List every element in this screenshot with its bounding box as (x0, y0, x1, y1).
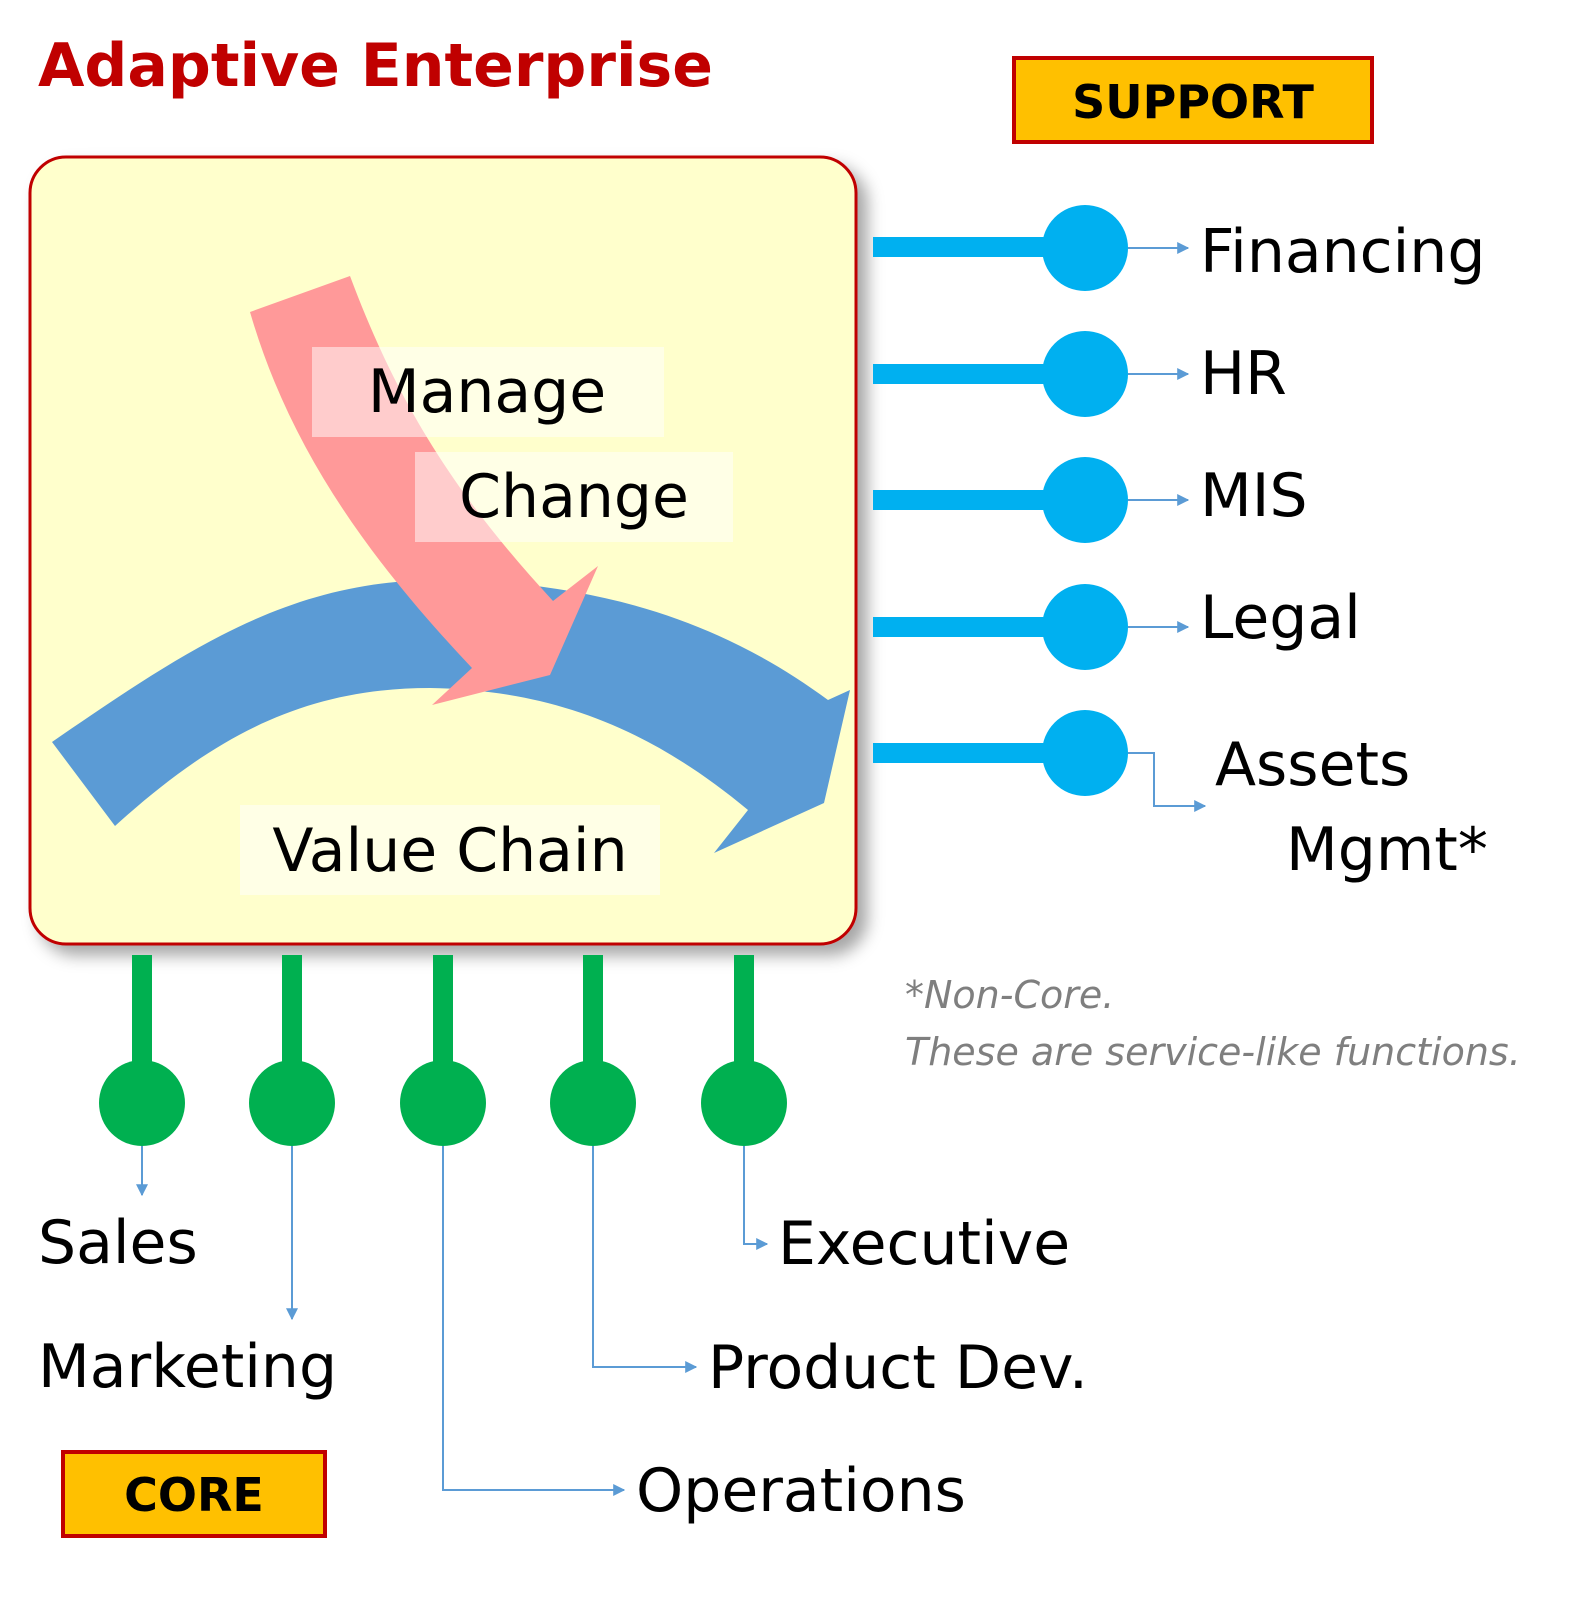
core-label-product-dev: Product Dev. (708, 1333, 1088, 1403)
support-label-mgmt: Mgmt* (1286, 815, 1488, 885)
core-connector-sales: Sales (38, 955, 198, 1278)
support-connector-legal: Legal (873, 583, 1361, 670)
support-connector-financing: Financing (873, 205, 1485, 291)
value-chain-label-box (240, 805, 660, 895)
manage-label-box (312, 347, 664, 437)
support-label-assets: Assets (1215, 730, 1410, 800)
footnote-line2: These are service-like functions. (905, 1030, 1521, 1074)
support-connector-mis: MIS (873, 457, 1308, 543)
core-connector-product-dev: Product Dev. (550, 955, 1088, 1403)
core-connector-operations: Operations (400, 955, 966, 1526)
value-chain-label: Value Chain (272, 816, 627, 886)
support-label-legal: Legal (1200, 583, 1361, 653)
footnote-line1: *Non-Core. (905, 973, 1114, 1017)
support-badge-label: SUPPORT (1072, 75, 1314, 129)
support-label-hr: HR (1200, 339, 1287, 409)
support-badge: SUPPORT (1012, 56, 1374, 144)
manage-label: Manage (368, 357, 606, 427)
diagram-title: Adaptive Enterprise (38, 31, 713, 101)
value-chain-arrow-icon (52, 579, 850, 853)
core-connector-executive: Executive (701, 955, 1070, 1279)
support-connector-hr: HR (873, 331, 1287, 417)
core-label-sales: Sales (38, 1208, 198, 1278)
core-badge: CORE (61, 1450, 327, 1538)
support-label-financing: Financing (1200, 217, 1485, 287)
support-connector-assets-mgmt: Assets Mgmt* (873, 710, 1488, 885)
change-label-box (415, 452, 733, 542)
core-label-operations: Operations (636, 1456, 966, 1526)
core-label-marketing: Marketing (38, 1332, 337, 1402)
change-label: Change (459, 462, 689, 532)
core-connector-marketing: Marketing (38, 955, 337, 1402)
core-label-executive: Executive (778, 1209, 1070, 1279)
core-badge-label: CORE (124, 1468, 264, 1522)
support-label-mis: MIS (1200, 461, 1308, 531)
